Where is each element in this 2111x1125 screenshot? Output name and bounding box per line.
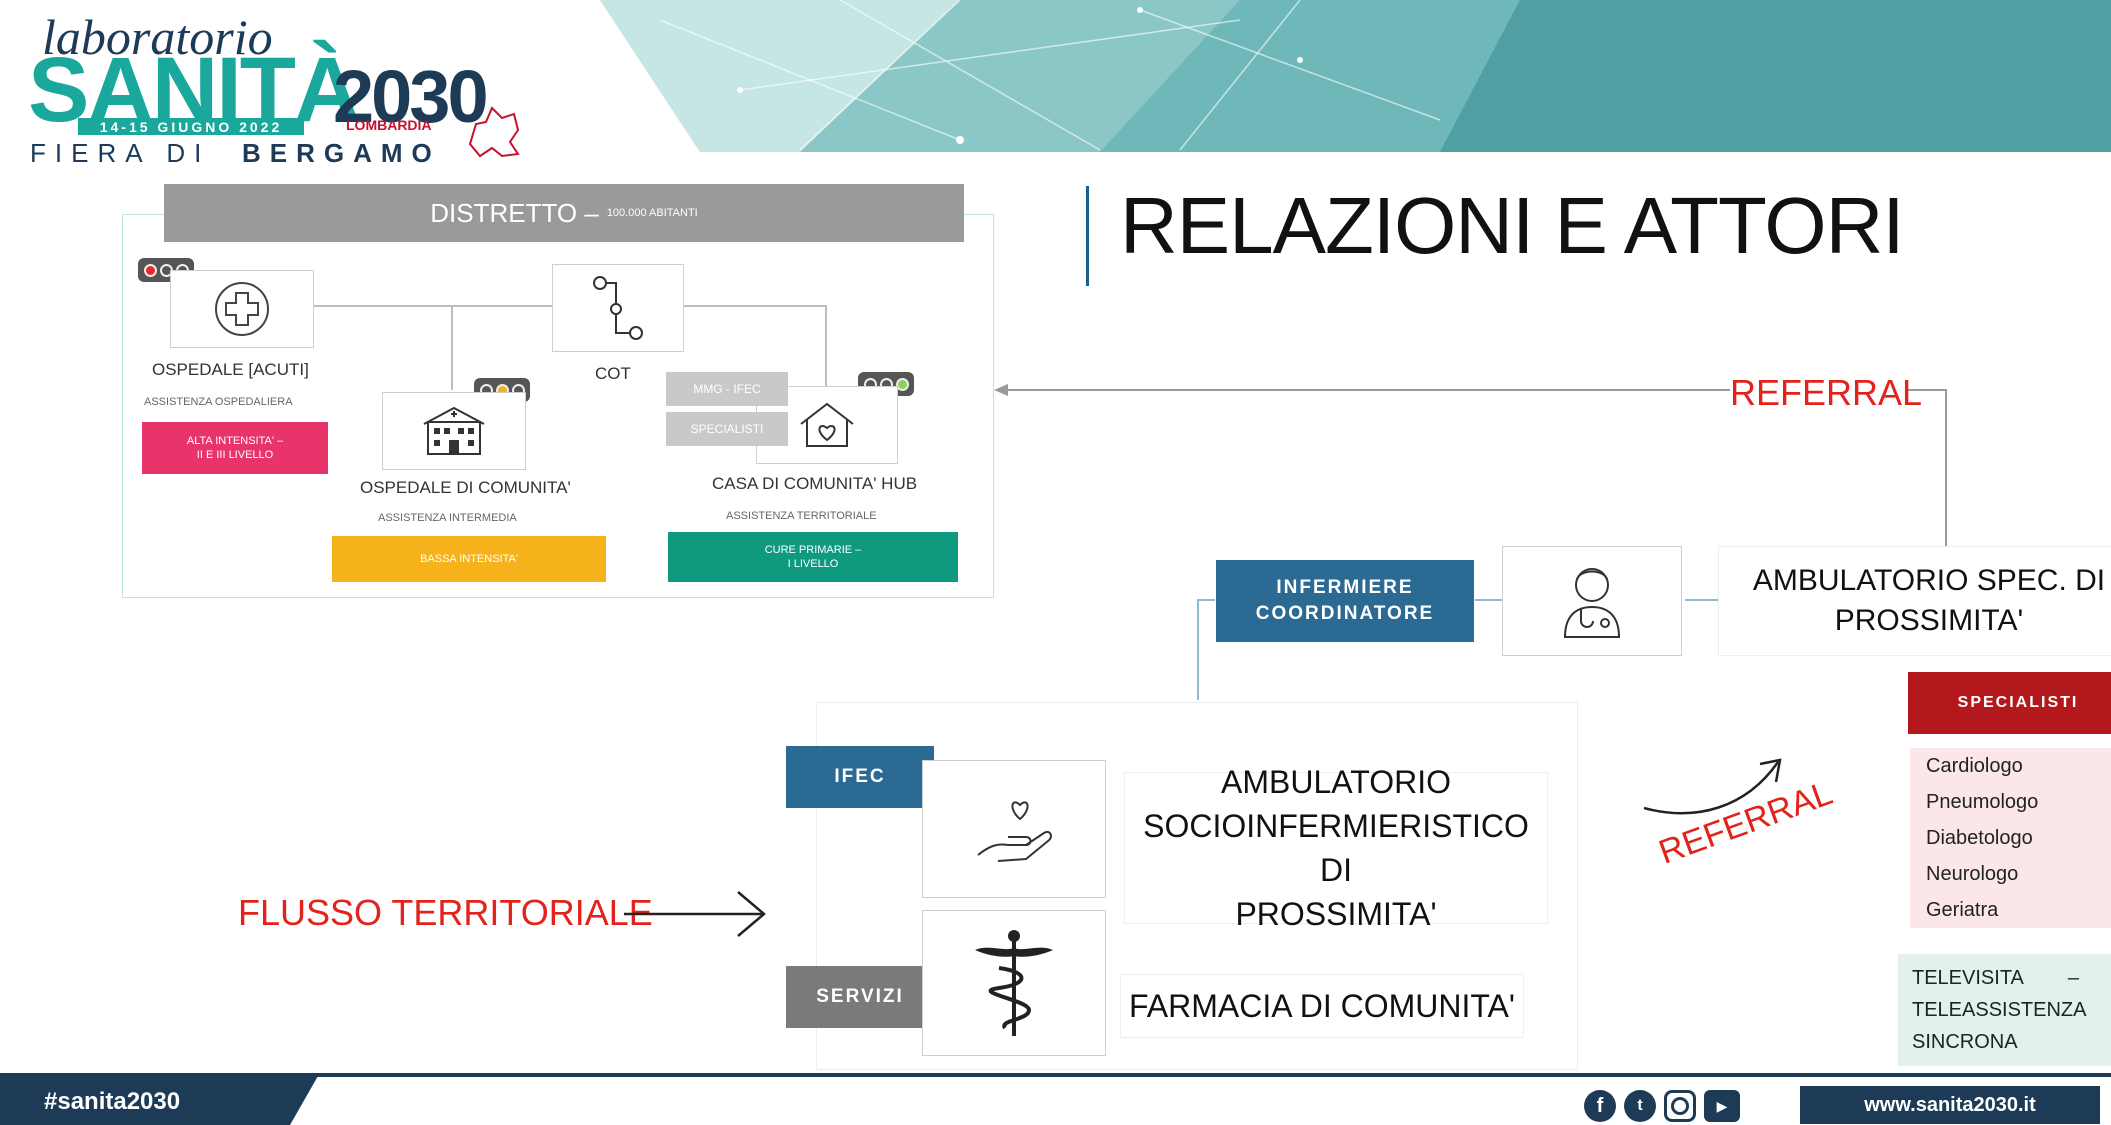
flusso-territoriale-label: FLUSSO TERRITORIALE xyxy=(238,892,653,933)
ospedale-comunita-sub: ASSISTENZA INTERMEDIA xyxy=(378,512,517,524)
home-heart-icon xyxy=(800,402,854,447)
ambulatorio-socio-box: AMBULATORIO SOCIOINFERMIERISTICO DI PROS… xyxy=(1124,764,1548,932)
referral-top-label: REFERRAL xyxy=(1730,372,1923,413)
twitter-icon[interactable]: t xyxy=(1624,1090,1656,1122)
alta-intensita-tag: ALTA INTENSITA' – II E III LIVELLO xyxy=(142,422,328,474)
list-item: Cardiologo xyxy=(1926,755,2023,777)
farmacia-label: FARMACIA DI COMUNITA' xyxy=(1129,988,1515,1024)
district-connectors xyxy=(310,305,827,390)
title-accent-bar xyxy=(1086,186,1089,286)
page-title: RELAZIONI E ATTORI xyxy=(1120,181,1905,270)
specialisti-list: Cardiologo Pneumologo Diabetologo Neurol… xyxy=(1910,748,2111,928)
district-title: DISTRETTO – xyxy=(430,197,599,228)
ambulatorio-spec-box: AMBULATORIO SPEC. DI PROSSIMITA' xyxy=(1718,546,2111,656)
doctor-icon xyxy=(1563,568,1621,638)
footer-hashtag: #sanita2030 xyxy=(44,1088,181,1115)
farmacia-box: FARMACIA DI COMUNITA' xyxy=(1120,974,1524,1038)
traffic-dot-red xyxy=(143,263,157,277)
tele-line2: TELEASSISTENZA xyxy=(1912,999,2087,1021)
casa-comunita-label: CASA DI COMUNITA' HUB xyxy=(712,474,918,493)
cot-box xyxy=(552,264,684,352)
footer-line xyxy=(0,1073,2111,1077)
amb-socio-line2: SOCIOINFERMIERISTICO DI xyxy=(1143,808,1529,888)
bassa-intensita-tag: BASSA INTENSITA' xyxy=(332,536,606,582)
territorial-panel xyxy=(816,702,1578,1070)
cure-primarie-tag: CURE PRIMARIE – I LIVELLO xyxy=(668,532,958,582)
flusso-arrow xyxy=(624,891,766,937)
logo-region: LOMBARDIA xyxy=(346,117,432,133)
curved-arrow xyxy=(1643,758,1782,815)
district-header: DISTRETTO – 100.000 ABITANTI xyxy=(164,184,964,242)
facebook-icon[interactable]: f xyxy=(1584,1090,1616,1122)
list-item: Pneumologo xyxy=(1926,791,2039,813)
servizi-box: SERVIZI xyxy=(786,966,934,1028)
ospedale-acuti-label: OSPEDALE [ACUTI] xyxy=(152,360,309,379)
footer-website-link[interactable]: www.sanita2030.it xyxy=(1800,1086,2100,1124)
district-subtitle: 100.000 ABITANTI xyxy=(606,207,698,219)
instagram-icon[interactable] xyxy=(1664,1090,1696,1122)
specialisti-tag: SPECIALISTI xyxy=(666,412,788,446)
doctor-box xyxy=(1502,546,1682,656)
hospital-building-icon xyxy=(423,406,485,455)
infermiere-line1: INFERMIERE xyxy=(1276,577,1414,598)
amb-socio-line3: PROSSIMITA' xyxy=(1235,896,1437,932)
televisita-box: TELEVISITA – TELEASSISTENZA SINCRONA xyxy=(1898,954,2111,1066)
ospedale-comunita-box xyxy=(382,392,526,470)
list-item: Diabetologo xyxy=(1926,827,2033,849)
logo-lab-text: laboratorio xyxy=(42,9,273,65)
logo-bergamo: BERGAMO xyxy=(242,138,441,168)
relation-connectors xyxy=(994,384,1947,700)
logo-fiera: FIERA DI xyxy=(30,138,211,168)
tele-line1-text: TELEVISITA xyxy=(1912,967,2024,989)
header-banner xyxy=(540,0,2111,160)
ospedale-acuti-box xyxy=(170,270,314,348)
lombardia-map-icon xyxy=(468,106,520,158)
caduceus-icon xyxy=(975,930,1053,1036)
cure-primarie-line2: I LIVELLO xyxy=(787,558,839,570)
tele-line3: SINCRONA xyxy=(1912,1031,2018,1053)
flow-icon xyxy=(593,276,643,340)
ospedale-acuti-sub: ASSISTENZA OSPEDALIERA xyxy=(144,396,293,408)
youtube-icon[interactable]: ▶ xyxy=(1704,1090,1740,1122)
infermiere-line2: COORDINATORE xyxy=(1255,603,1435,624)
list-item: Neurologo xyxy=(1926,863,2019,885)
amb-socio-line1: AMBULATORIO xyxy=(1221,764,1451,800)
tele-dash: – xyxy=(2067,967,2080,989)
caduceus-box xyxy=(922,910,1106,1056)
amb-spec-line1: AMBULATORIO SPEC. DI xyxy=(1752,564,2106,597)
traffic-dot-green xyxy=(895,377,909,391)
hand-heart-icon xyxy=(977,801,1052,862)
social-icons: f t ▶ xyxy=(1584,1090,1740,1122)
ifec-box: IFEC xyxy=(786,746,934,808)
footer-hashtag-bg xyxy=(0,1076,318,1125)
amb-spec-line2: PROSSIMITA' xyxy=(1834,604,2024,637)
logo-year-text: 2030 xyxy=(333,55,489,138)
specialisti-header: SPECIALISTI xyxy=(1908,672,2111,734)
infermiere-coordinatore-box: INFERMIERE COORDINATORE xyxy=(1216,560,1474,642)
tele-line1: TELEVISITA – xyxy=(1912,962,2111,994)
cure-primarie-line1: CURE PRIMARIE – xyxy=(764,544,862,556)
list-item: Geriatra xyxy=(1926,899,1999,921)
mmg-ifec-tag: MMG - IFEC xyxy=(666,372,788,406)
casa-comunita-sub: ASSISTENZA TERRITORIALE xyxy=(726,510,877,522)
alta-intensita-line2: II E III LIVELLO xyxy=(196,449,274,461)
alta-intensita-line1: ALTA INTENSITA' – xyxy=(186,435,284,447)
logo-date: 14-15 GIUGNO 2022 xyxy=(78,118,304,135)
cot-label: COT xyxy=(595,364,631,383)
cross-icon xyxy=(215,282,269,336)
ospedale-comunita-label: OSPEDALE DI COMUNITA' xyxy=(360,478,571,497)
hand-heart-box xyxy=(922,760,1106,898)
